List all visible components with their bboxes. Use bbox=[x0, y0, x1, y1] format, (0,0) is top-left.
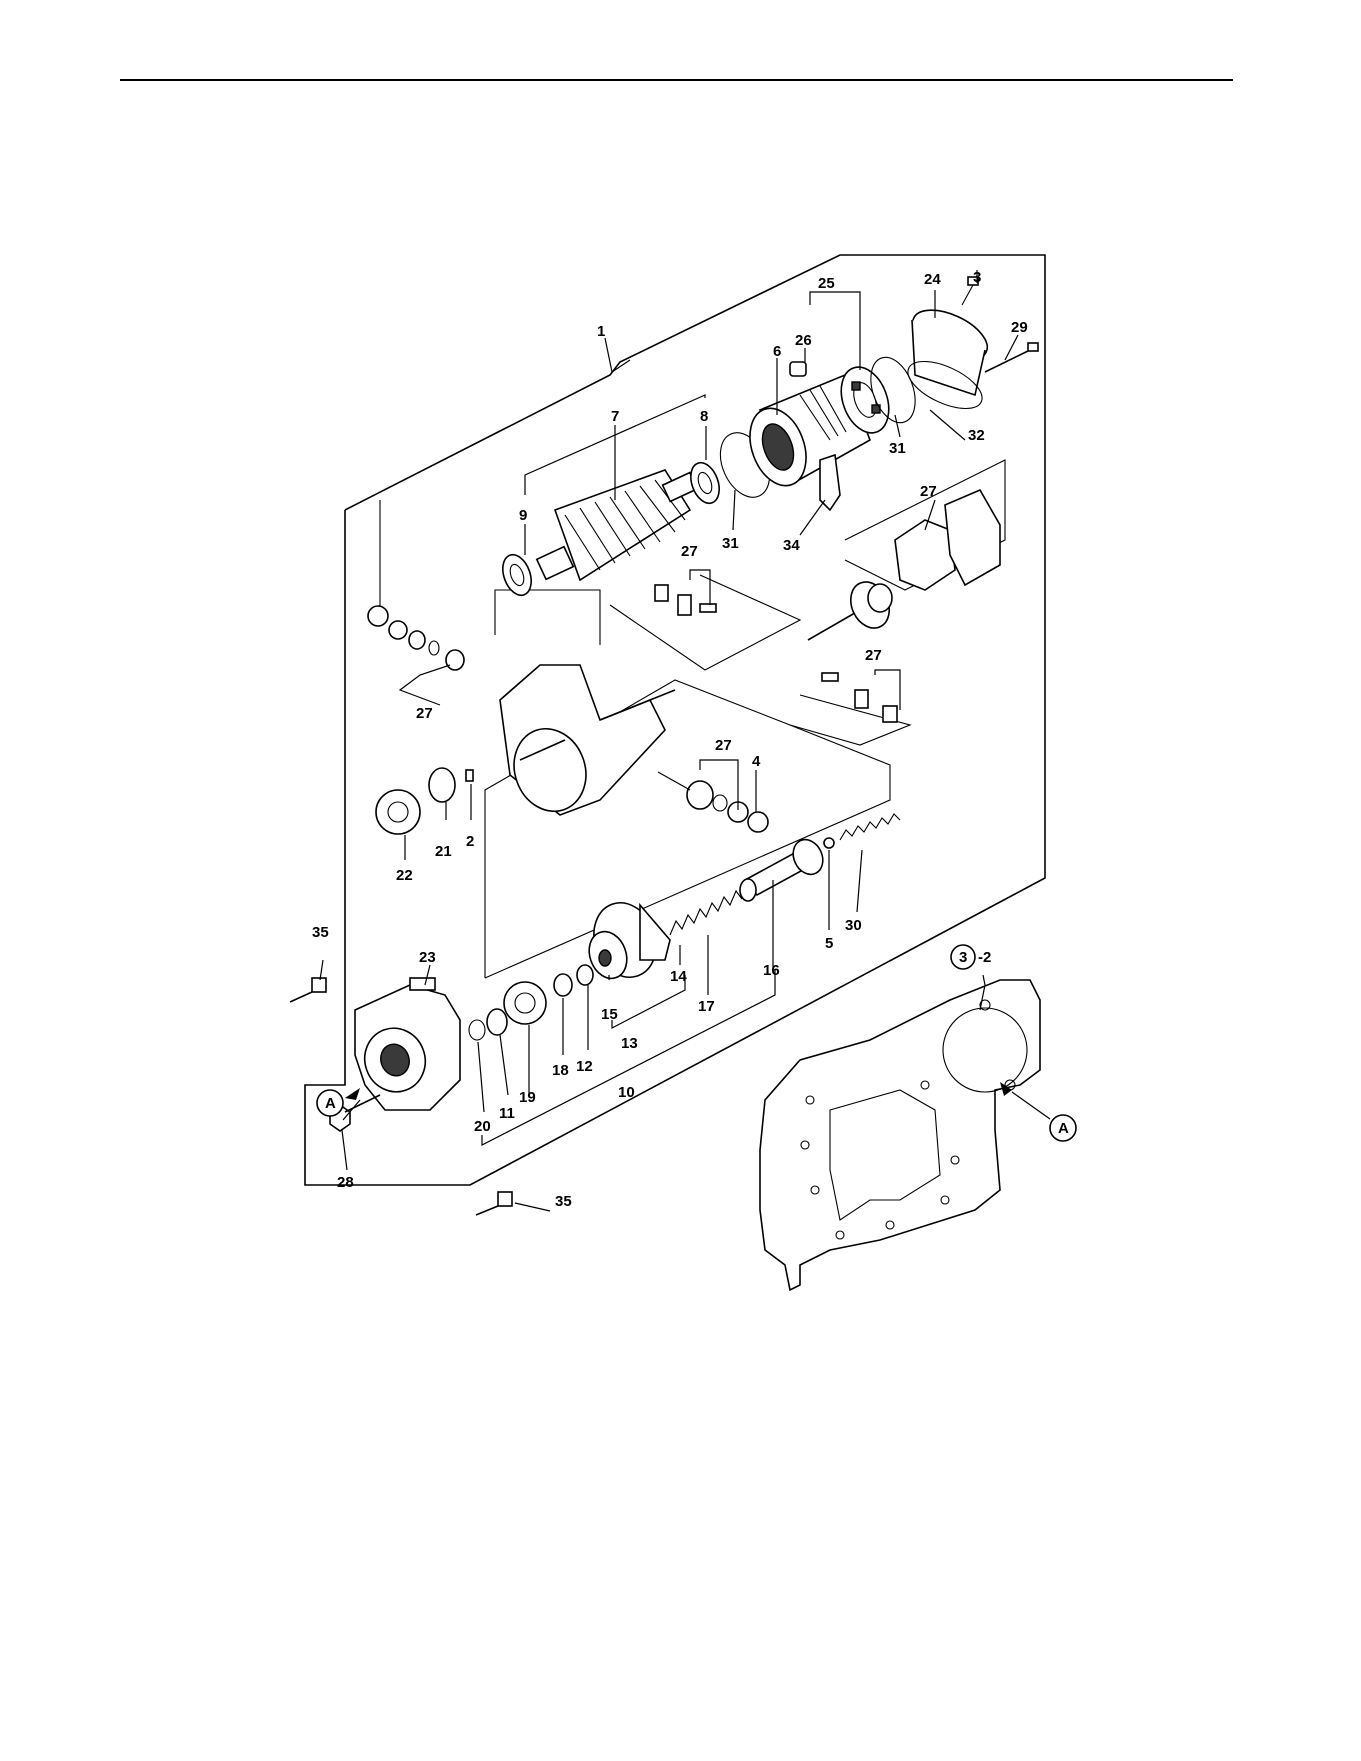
callout-29: 29 bbox=[1011, 319, 1028, 336]
brush-set-27-a bbox=[655, 585, 716, 615]
front-housing-23 bbox=[355, 978, 460, 1110]
ball-5 bbox=[824, 838, 834, 848]
gasket-27 bbox=[895, 520, 955, 590]
callout-25: 25 bbox=[818, 275, 835, 292]
callout-27-right: 27 bbox=[865, 647, 882, 664]
snap-ring-20 bbox=[469, 1020, 485, 1040]
washer-12 bbox=[577, 965, 593, 985]
callout-11: 11 bbox=[499, 1105, 515, 1122]
spring-17 bbox=[670, 891, 742, 935]
callout-35-lower: 35 bbox=[555, 1193, 572, 1210]
lever-34 bbox=[820, 455, 840, 510]
callout-27-mid: 27 bbox=[715, 737, 732, 754]
clutch-21 bbox=[429, 768, 455, 802]
spring-26 bbox=[790, 362, 806, 376]
bearing-9 bbox=[498, 551, 537, 599]
callout-7: 7 bbox=[611, 408, 619, 425]
clutch-assembly-13 bbox=[583, 894, 670, 986]
callout-3: 3 bbox=[973, 269, 981, 286]
callout-27-upper-left: 27 bbox=[416, 705, 433, 722]
plunger bbox=[808, 576, 896, 640]
callout-22: 22 bbox=[396, 867, 413, 884]
gear-housing bbox=[500, 665, 675, 821]
marker-a-left-arrow bbox=[345, 1088, 360, 1100]
callout-21: 21 bbox=[435, 843, 452, 860]
marker-a-right: A bbox=[1058, 1120, 1069, 1137]
marker-a-left: A bbox=[325, 1095, 336, 1112]
callout-15: 15 bbox=[601, 1006, 618, 1023]
callout-19: 19 bbox=[519, 1089, 536, 1106]
sub-frame-brush bbox=[610, 575, 800, 670]
callout-35-upper: 35 bbox=[312, 924, 329, 941]
callout-16: 16 bbox=[763, 962, 780, 979]
flywheel-housing-plate bbox=[760, 980, 1040, 1290]
bolt-35-upper bbox=[290, 978, 326, 1002]
collar-18 bbox=[554, 974, 572, 996]
gear-19 bbox=[504, 982, 546, 1024]
callout-14: 14 bbox=[670, 968, 687, 985]
callout-17: 17 bbox=[698, 998, 715, 1015]
key-2 bbox=[466, 770, 473, 781]
callout-13: 13 bbox=[621, 1035, 638, 1052]
brush-set-27-b bbox=[822, 673, 897, 722]
armature-7 bbox=[537, 470, 698, 580]
callout-34: 34 bbox=[783, 537, 800, 554]
callout-9: 9 bbox=[519, 507, 527, 524]
leader-1 bbox=[605, 338, 630, 372]
callout-28: 28 bbox=[337, 1174, 354, 1191]
pinion-shaft-16 bbox=[745, 835, 828, 895]
callout-31-left: 31 bbox=[722, 535, 739, 552]
callout-10: 10 bbox=[618, 1084, 635, 1101]
callout-6: 6 bbox=[773, 343, 781, 360]
ref-3-2-number: 3 bbox=[959, 949, 967, 966]
callout-8: 8 bbox=[700, 408, 708, 425]
callout-4: 4 bbox=[752, 753, 761, 770]
callout-24: 24 bbox=[924, 271, 941, 288]
callout-20: 20 bbox=[474, 1118, 491, 1135]
nut-washer-set-a bbox=[368, 606, 464, 670]
pinion-22 bbox=[376, 790, 420, 834]
callout-2: 2 bbox=[466, 833, 474, 850]
ring-11 bbox=[487, 1009, 507, 1035]
callout-1: 1 bbox=[597, 323, 605, 340]
callout-30: 30 bbox=[845, 917, 862, 934]
callout-23: 23 bbox=[419, 949, 436, 966]
ring-17 bbox=[740, 879, 756, 901]
callout-27-gasket: 27 bbox=[920, 483, 937, 500]
bolt-35-lower bbox=[476, 1192, 512, 1215]
callout-32: 32 bbox=[968, 427, 985, 444]
nut-washer-set-b bbox=[658, 772, 768, 832]
ref-3-2-suffix: -2 bbox=[978, 949, 991, 966]
callout-26: 26 bbox=[795, 332, 812, 349]
callout-27-top: 27 bbox=[681, 543, 698, 560]
callout-18: 18 bbox=[552, 1062, 569, 1079]
sub-frame-armature bbox=[495, 590, 600, 645]
callout-31-right: 31 bbox=[889, 440, 906, 457]
callout-5: 5 bbox=[825, 935, 833, 952]
callout-12: 12 bbox=[576, 1058, 593, 1075]
bearing-8 bbox=[686, 459, 725, 507]
